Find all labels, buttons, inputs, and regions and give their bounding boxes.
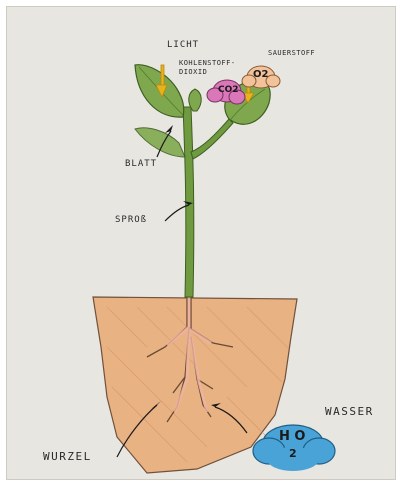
label-kohlenstoffdioxid-2: DIOXID — [179, 68, 207, 76]
left-lower-leaf — [135, 128, 185, 157]
label-wasser: WASSER — [325, 405, 374, 418]
label-spross: SPROß — [115, 215, 147, 225]
top-bud — [189, 89, 202, 111]
label-sauerstoff: SAUERSTOFF — [268, 49, 315, 57]
h2o-molecule: H O — [279, 429, 305, 444]
branch — [191, 119, 233, 159]
paper-sheet: LICHT KOHLENSTOFF- DIOXID SAUERSTOFF BLA… — [6, 6, 396, 480]
label-licht: LICHT — [167, 40, 199, 50]
h2o-subscript: 2 — [289, 447, 297, 460]
o2-molecule: O2 — [253, 69, 268, 80]
co2-molecule: CO2 — [218, 85, 239, 95]
label-kohlenstoffdioxid-1: KOHLENSTOFF- — [179, 59, 236, 67]
label-wurzel: WURZEL — [43, 450, 92, 463]
label-blatt: BLATT — [125, 159, 157, 169]
